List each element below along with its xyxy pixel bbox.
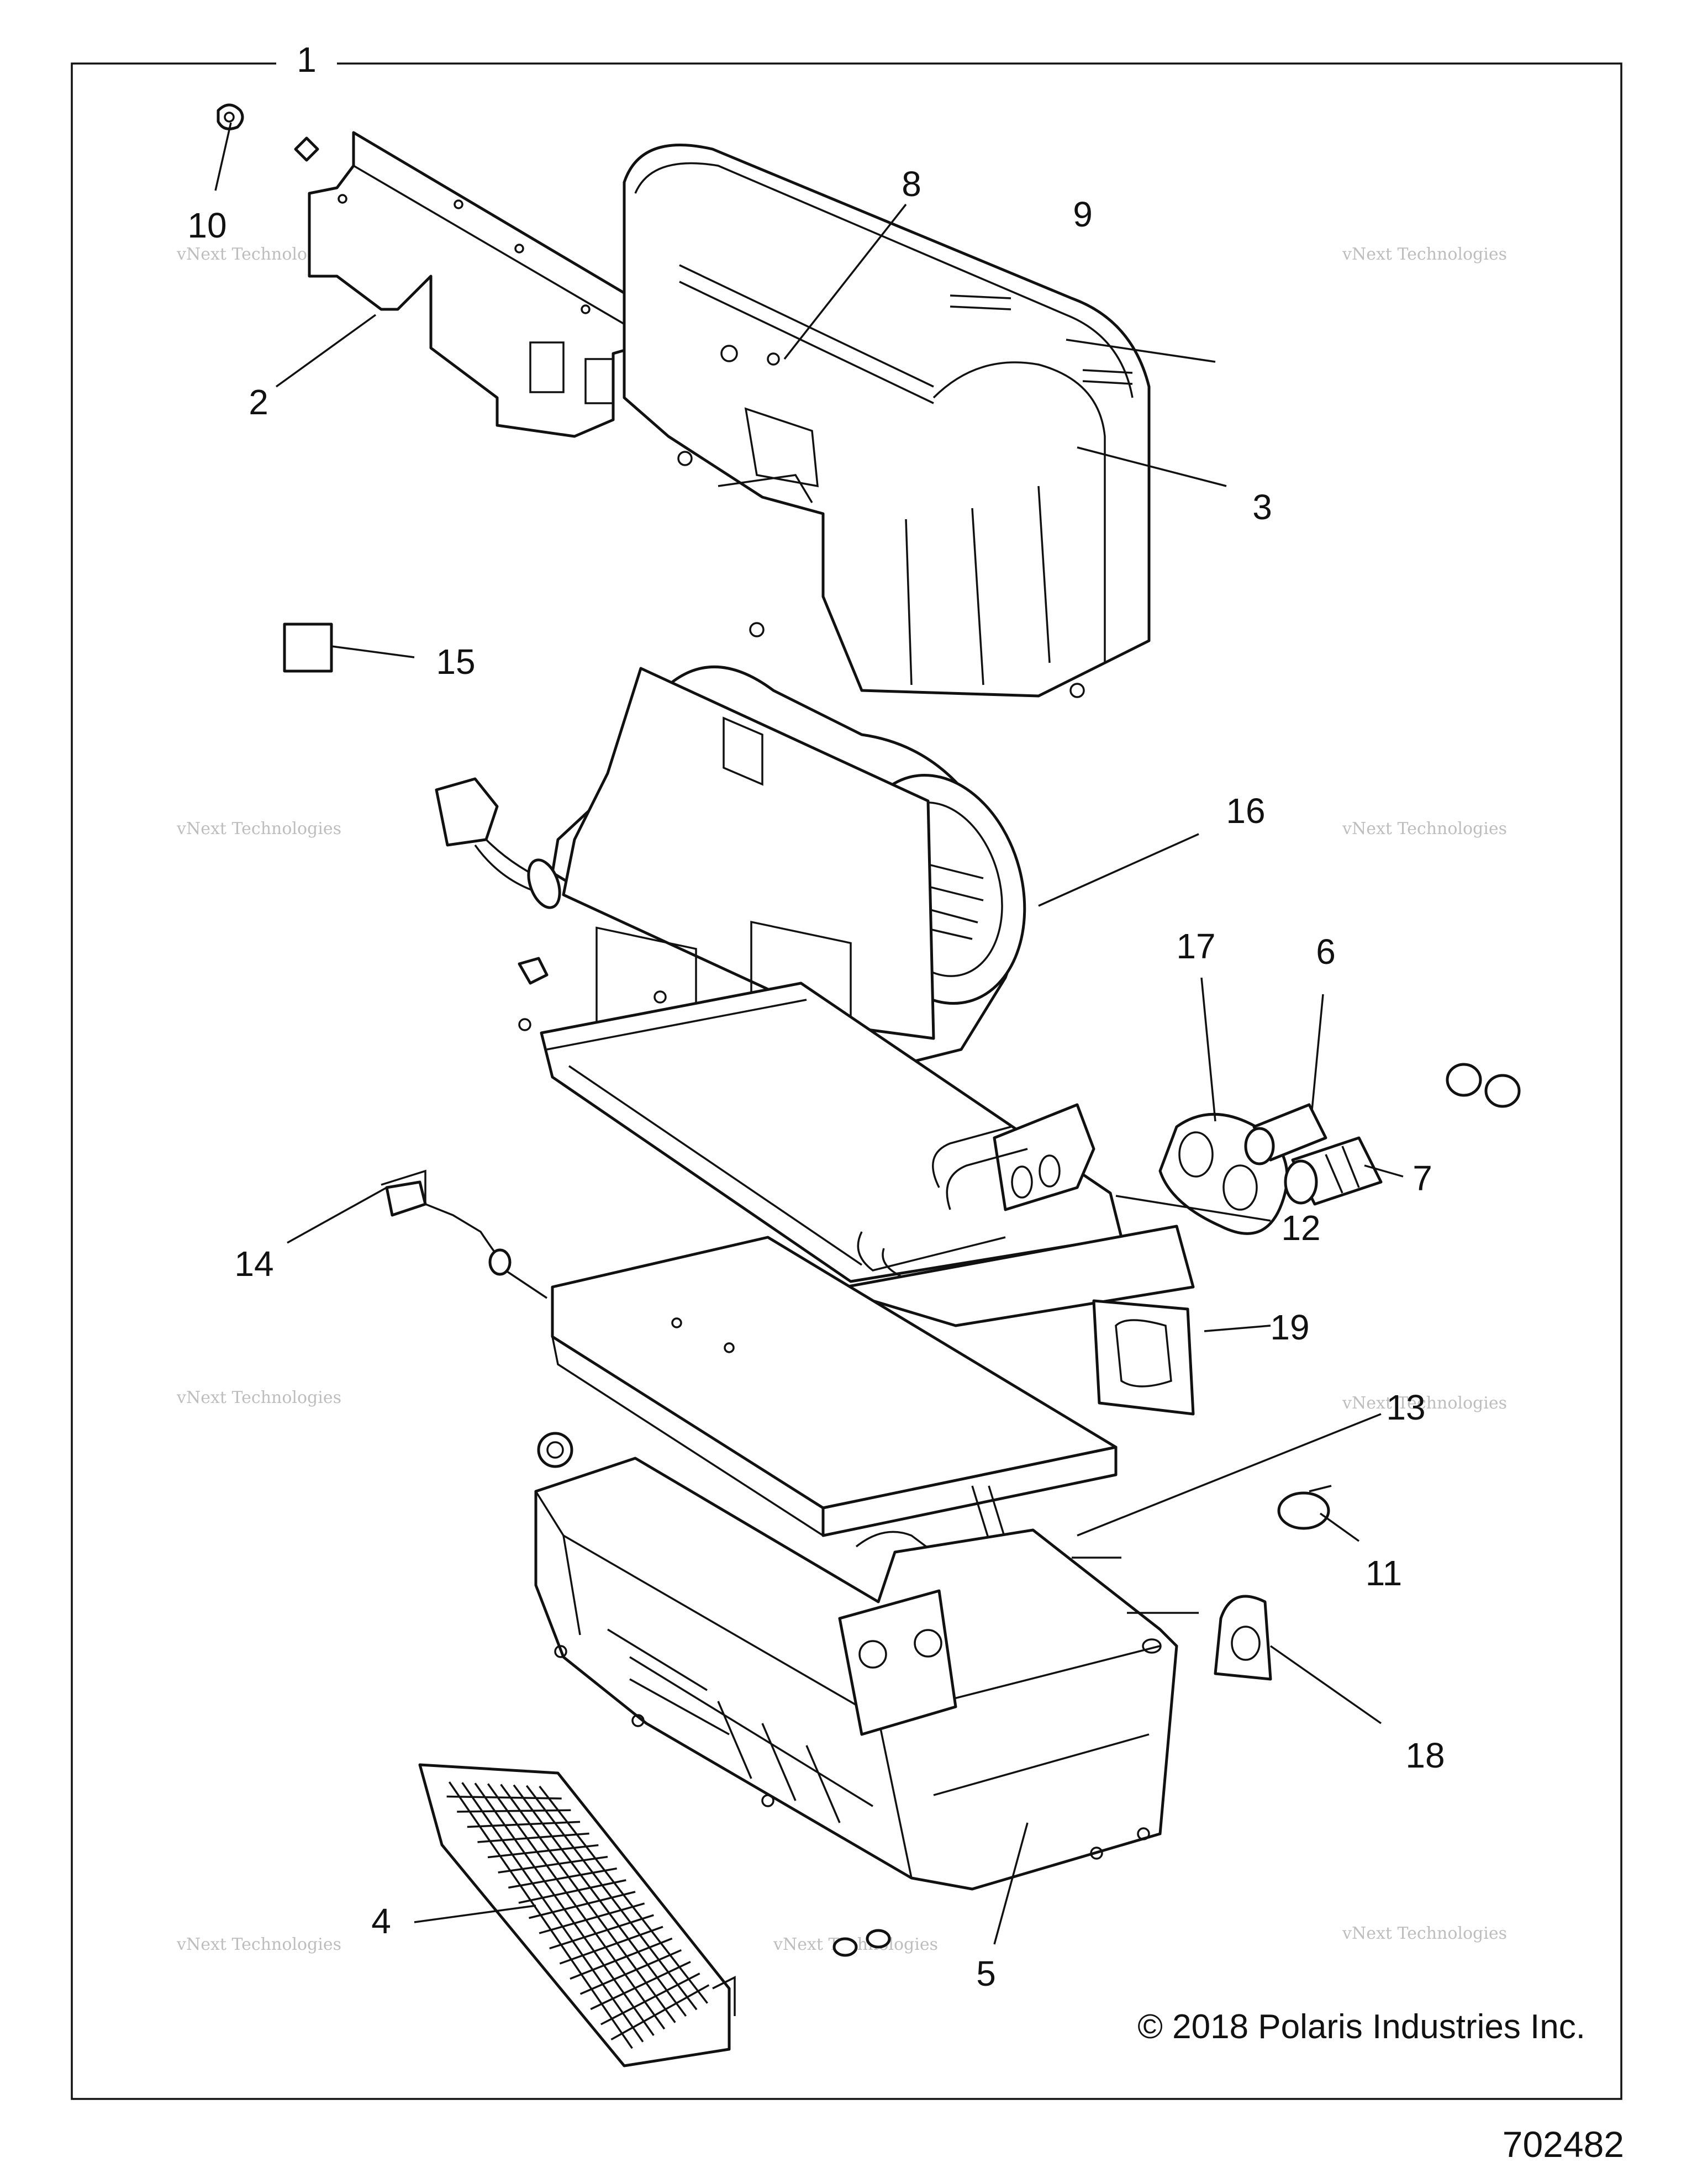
callout-13: 13 (1386, 1388, 1425, 1427)
part-18-bracket (1214, 1595, 1272, 1681)
part-16-blower (435, 665, 1026, 1068)
grille-bar (518, 1879, 626, 1904)
callout-18: 18 (1405, 1735, 1445, 1775)
fastener-bottom (832, 1929, 891, 1957)
callout-6: 6 (1316, 932, 1336, 972)
grille-bar (467, 1821, 581, 1828)
callout-10: 10 (187, 205, 226, 245)
hose-clamps (1446, 1063, 1521, 1108)
watermark-text: vNext Technologies (1342, 1924, 1507, 1943)
part-9-studs (950, 294, 1133, 385)
callout-1: 1 (297, 40, 317, 80)
watermark-text: vNext Technologies (176, 819, 341, 838)
copyright-notice: © 2018 Polaris Industries Inc. (1137, 2008, 1585, 2046)
callout-19: 19 (1270, 1307, 1309, 1347)
grille-bar (477, 1832, 589, 1843)
diagram-frame: 1 (71, 40, 1622, 2100)
watermark-text: vNext Technologies (176, 1935, 341, 1954)
grille-bar (570, 1937, 673, 1980)
callout-5: 5 (976, 1954, 996, 1993)
part-10-clip (217, 103, 244, 130)
callout-11: 11 (1366, 1553, 1402, 1593)
watermark-text: vNext Technologies (1342, 1394, 1507, 1413)
part-4-filter-grille (418, 1763, 736, 2067)
callout-labels: 10 2 8 9 3 15 16 17 6 7 12 14 19 13 11 1… (187, 164, 1445, 1993)
watermark-text: vNext Technologies (1342, 819, 1507, 838)
grille-bar (508, 1868, 617, 1889)
callout-16: 16 (1226, 791, 1265, 831)
callout-8: 8 (902, 164, 921, 204)
callout-2: 2 (249, 382, 268, 422)
grille-bar (610, 1984, 710, 2041)
callout-3: 3 (1252, 487, 1272, 527)
grille-bar (559, 1925, 663, 1965)
callout-14: 14 (234, 1244, 273, 1284)
watermarks: vNext Technologies vNext Technologies vN… (176, 245, 1507, 1954)
part-3-upper-housing (623, 144, 1151, 698)
grille-bar (600, 1972, 700, 2025)
callout-12: 12 (1281, 1208, 1320, 1248)
grille-bar (579, 1949, 682, 1995)
watermark-text: vNext Technologies (176, 1388, 341, 1407)
part-5-lower-case (534, 1432, 1199, 1891)
grille-bar (457, 1809, 571, 1813)
grille-bar (487, 1844, 599, 1859)
watermark-text: vNext Technologies (1342, 245, 1507, 264)
callout-9: 9 (1073, 194, 1093, 234)
part-7-fitting (1284, 1136, 1383, 1206)
callout-7: 7 (1413, 1158, 1432, 1198)
part-19-seal (1092, 1299, 1195, 1416)
grille-bar (539, 1902, 645, 1934)
part-14-sensor (381, 1169, 547, 1299)
part-6-fitting (1244, 1103, 1327, 1165)
figure-number: 702482 (1503, 2124, 1624, 2165)
callout-17: 17 (1176, 926, 1215, 966)
fasteners-upper (518, 957, 667, 1031)
grille-bar (590, 1961, 691, 2011)
grille-bar (498, 1855, 608, 1874)
part-11-clamp (1277, 1485, 1332, 1530)
callout-15: 15 (436, 642, 475, 682)
grille-bar (446, 1795, 562, 1800)
leader-lines (214, 122, 1404, 1945)
part-15-label (283, 623, 333, 673)
grille-bar (529, 1891, 636, 1919)
callout-4: 4 (371, 1901, 391, 1941)
part-2-bracket (294, 131, 653, 438)
grille-bar (549, 1914, 654, 1950)
